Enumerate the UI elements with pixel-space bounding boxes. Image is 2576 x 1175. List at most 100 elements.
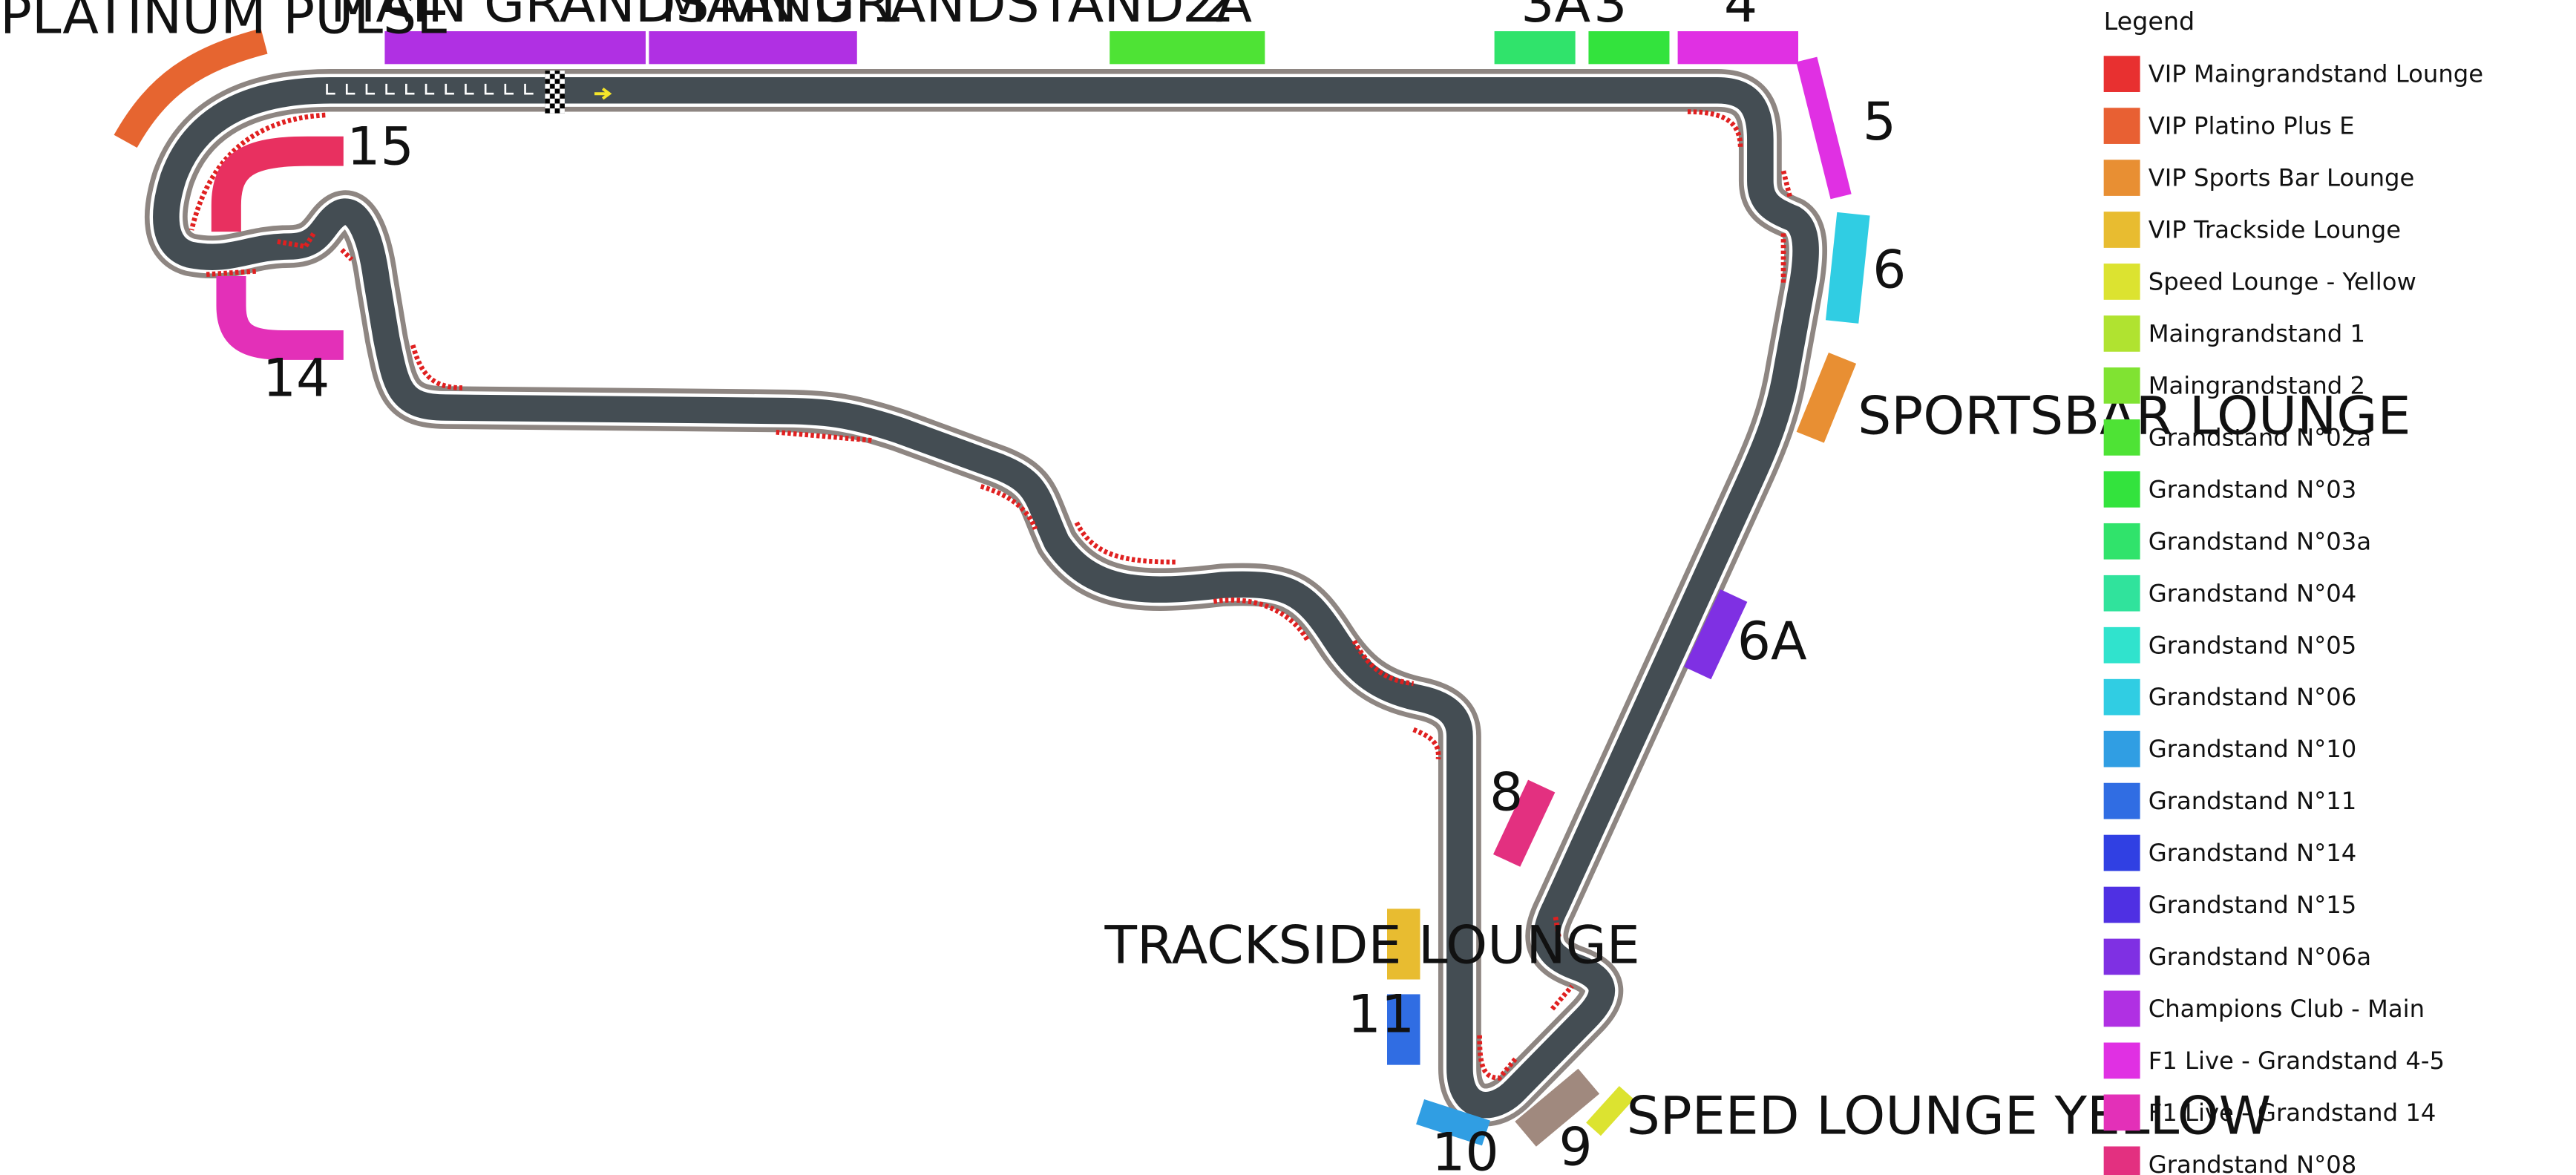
legend-swatch [2103,108,2140,144]
legend-label: Grandstand N°14 [2149,839,2357,867]
grandstand-2a[interactable] [1110,31,1265,65]
pit-lane-boxes [326,83,534,95]
checkered-flag-icon [545,71,565,114]
legend-item: F1 Live - Grandstand 14 [2103,1094,2436,1131]
legend-label: VIP Trackside Lounge [2149,216,2401,244]
legend-label: Grandstand N°03 [2149,475,2357,503]
legend-swatch [2103,419,2140,456]
grandstand-6a[interactable] [1684,589,1748,680]
grandstand-sportsbar[interactable] [1796,352,1857,443]
legend-item: VIP Trackside Lounge [2103,212,2401,248]
legend-swatch [2103,1042,2140,1079]
grandstand-4[interactable] [1677,31,1799,65]
legend-item: Grandstand N°06a [2103,938,2371,975]
legend-swatch [2103,1094,2140,1131]
legend-label: Grandstand N°15 [2149,891,2357,919]
grandstand-5[interactable] [1796,56,1852,200]
label-platinum-pulse: PLATINUM PULSE [0,0,450,45]
grandstand-14[interactable] [216,275,344,360]
grandstand-10[interactable] [1416,1099,1490,1146]
legend-title: Legend [2104,7,2195,36]
track-asphalt [153,77,1819,1119]
legend-swatch [2103,471,2140,508]
grandstand-speed-lounge[interactable] [1586,1086,1634,1136]
legend-swatch [2103,678,2140,716]
legend-item: Grandstand N°10 [2103,730,2357,767]
legend-label: Maingrandstand 2 [2149,372,2365,400]
label-11: 11 [1348,983,1415,1045]
legend-label: VIP Platino Plus E [2149,112,2355,140]
legend-swatch [2103,212,2140,248]
grandstand-11[interactable] [1387,994,1420,1065]
legend-swatch [2103,523,2140,560]
legend-item: Grandstand N°15 [2103,886,2357,923]
legend-swatch [2103,1146,2140,1175]
grandstand-15[interactable] [211,136,344,232]
legend-item: VIP Maingrandstand Lounge [2103,56,2483,92]
legend-label: Grandstand N°08 [2149,1151,2357,1175]
legend-swatch [2103,160,2140,196]
legend-swatch [2103,886,2140,923]
label-trackside-lounge: TRACKSIDE LOUNGE [1104,914,1640,976]
legend-label: Maingrandstand 1 [2149,320,2365,348]
grandstand-3[interactable] [1588,31,1670,65]
grandstand-6[interactable] [1825,212,1870,324]
label-15: 15 [347,116,414,177]
label-main-grandstand-2: MAIN GRANDSTAND 2 [661,0,1234,34]
kerbs [189,109,1793,1081]
legend-item: Grandstand N°11 [2103,782,2357,819]
legend-label: Grandstand N°04 [2149,579,2357,607]
legend-label: Grandstand N°11 [2149,787,2357,815]
legend-item: Maingrandstand 2 [2103,367,2365,404]
race-track [144,68,1828,1127]
legend-item: Grandstand N°02a [2103,419,2371,456]
legend-swatch [2103,730,2140,767]
legend-item: Maingrandstand 1 [2103,315,2365,352]
direction-arrow-icon [594,87,612,100]
label-5: 5 [1863,91,1896,152]
label-3a: 3A [1521,0,1590,34]
legend-item: Grandstand N°08 [2103,1146,2357,1175]
legend-label: Champions Club - Main [2149,995,2425,1023]
label-14: 14 [263,347,330,409]
legend-label: VIP Sports Bar Lounge [2149,164,2415,192]
label-9: 9 [1559,1116,1592,1175]
grandstand-9[interactable] [1515,1068,1600,1147]
legend-swatch [2103,990,2140,1027]
legend-item: Grandstand N°03a [2103,523,2371,560]
legend-label: F1 Live - Grandstand 4-5 [2149,1047,2445,1075]
grandstand-8[interactable] [1493,779,1556,867]
legend-label: Grandstand N°06 [2149,683,2357,711]
label-2a: 2A [1182,0,1252,34]
legend-label: Grandstand N°10 [2149,735,2357,763]
legend-item: F1 Live - Grandstand 4-5 [2103,1042,2445,1079]
legend-swatch [2103,315,2140,352]
grandstand-main-1[interactable] [384,31,646,65]
legend-label: Grandstand N°06a [2149,943,2371,971]
legend-swatch [2103,938,2140,975]
label-8: 8 [1489,762,1523,823]
legend-label: Grandstand N°05 [2149,631,2357,659]
legend-swatch [2103,575,2140,612]
label-speed-lounge-yellow: SPEED LOUNGE YELLOW [1627,1085,2272,1147]
label-main-grandstand-1: MAIN GRANDSTAND 1 [330,0,904,34]
label-3: 3 [1593,0,1627,34]
legend-swatch [2103,56,2140,92]
legend-item: Speed Lounge - Yellow [2103,264,2416,300]
label-6a: 6A [1737,610,1807,672]
legend-item: Grandstand N°14 [2103,834,2357,871]
label-6: 6 [1872,239,1906,301]
legend-swatch [2103,782,2140,819]
grandstand-trackside[interactable] [1387,909,1420,980]
legend-item: Grandstand N°05 [2103,626,2357,664]
legend-item: Grandstand N°03 [2103,471,2357,508]
grandstand-3a[interactable] [1494,31,1576,65]
legend-item: Grandstand N°04 [2103,575,2357,612]
grandstand-main-2[interactable] [649,31,857,65]
legend-swatch [2103,834,2140,871]
grandstand-platinum-pulse[interactable] [114,28,268,148]
legend-item: Grandstand N°06 [2103,678,2357,716]
